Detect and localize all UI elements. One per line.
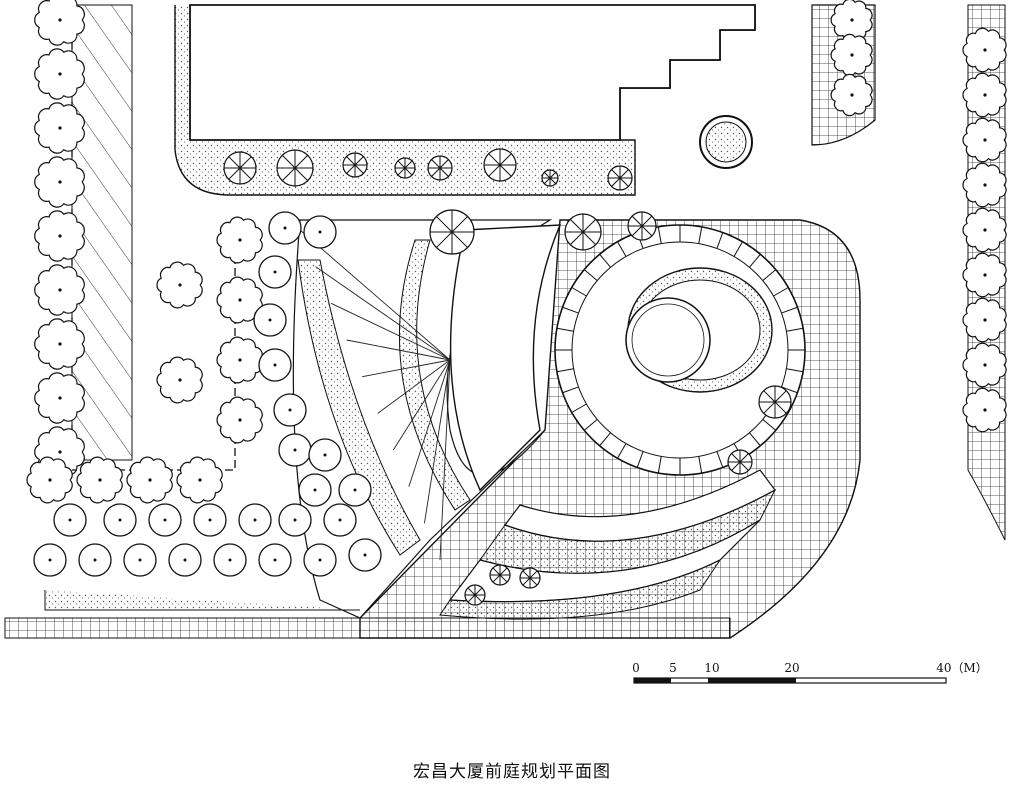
shrub-symbol-icon <box>627 211 657 241</box>
tree-symbol-icon <box>34 264 85 316</box>
tree-symbol-icon <box>962 117 1007 163</box>
left-garden-frame <box>44 220 360 611</box>
tree-symbol-icon <box>258 255 292 289</box>
tree-symbol-icon <box>34 372 85 424</box>
tree-symbol-icon <box>103 503 137 537</box>
tree-symbol-icon <box>278 433 312 467</box>
tree-symbol-icon <box>216 276 263 324</box>
building-shrub-row <box>223 148 633 191</box>
tree-symbol-icon <box>176 456 223 504</box>
tree-symbol-icon <box>348 538 382 572</box>
tree-symbol-icon <box>33 543 67 577</box>
scale-tick-40: 40（M） <box>936 661 988 675</box>
tree-symbol-icon <box>193 503 227 537</box>
scale-tick-0: 0 <box>632 661 640 675</box>
shrub-symbol-icon <box>276 149 314 187</box>
tree-symbol-icon <box>268 211 302 245</box>
scale-bar: 0 5 10 20 40（M） <box>632 661 988 684</box>
tree-symbol-icon <box>273 393 307 427</box>
central-lawn <box>449 224 562 492</box>
tree-symbol-icon <box>126 456 173 504</box>
tree-symbol-icon <box>962 297 1007 343</box>
tree-symbol-icon <box>123 543 157 577</box>
shrub-symbol-icon <box>727 449 753 475</box>
tree-symbol-icon <box>303 215 337 249</box>
tree-symbol-icon <box>962 27 1007 73</box>
shrub-symbol-icon <box>223 151 257 185</box>
tree-symbol-icon <box>34 48 85 100</box>
tree-symbol-icon <box>216 396 263 444</box>
tree-symbol-icon <box>34 0 85 46</box>
tree-symbol-icon <box>53 503 87 537</box>
scale-tick-20: 20 <box>784 661 799 675</box>
tree-symbol-icon <box>962 252 1007 298</box>
scale-tick-5: 5 <box>669 661 677 675</box>
shrub-symbol-icon <box>489 564 511 586</box>
building-footprint <box>174 4 756 196</box>
shrub-symbol-icon <box>394 157 416 179</box>
scale-tick-10: 10 <box>704 661 719 675</box>
tree-symbol-icon <box>830 73 873 117</box>
shrub-symbol-icon <box>429 209 475 255</box>
tree-symbol-icon <box>216 336 263 384</box>
tree-symbol-icon <box>156 261 203 309</box>
top-right-tree-column <box>830 0 873 117</box>
tree-symbol-icon <box>78 543 112 577</box>
garden-tree-groups <box>26 211 382 577</box>
left-tree-column <box>34 0 85 478</box>
tree-symbol-icon <box>76 456 123 504</box>
shrub-symbol-icon <box>464 584 486 606</box>
shrub-symbol-icon <box>483 148 517 182</box>
shrub-symbol-icon <box>342 152 368 178</box>
tree-symbol-icon <box>258 543 292 577</box>
tree-symbol-icon <box>213 543 247 577</box>
tree-symbol-icon <box>258 348 292 382</box>
tree-symbol-icon <box>34 102 85 154</box>
drawing-caption: 宏昌大厦前庭规划平面图 <box>413 762 611 782</box>
tree-symbol-icon <box>962 387 1007 433</box>
shrub-symbol-icon <box>427 155 453 181</box>
circular-plaza <box>554 224 806 476</box>
tree-symbol-icon <box>168 543 202 577</box>
shrub-symbol-icon <box>519 567 541 589</box>
tree-symbol-icon <box>34 210 85 262</box>
tree-symbol-icon <box>298 473 332 507</box>
tree-symbol-icon <box>238 503 272 537</box>
shrub-symbol-icon <box>541 169 559 187</box>
shrub-symbol-icon <box>758 385 792 419</box>
tree-symbol-icon <box>148 503 182 537</box>
shrub-symbol-icon <box>607 165 633 191</box>
stippled-arc-left <box>297 239 471 556</box>
tree-symbol-icon <box>308 438 342 472</box>
tree-symbol-icon <box>962 162 1007 208</box>
tree-symbol-icon <box>338 473 372 507</box>
tree-symbol-icon <box>253 303 287 337</box>
feature-shrubs <box>429 209 792 606</box>
tree-symbol-icon <box>26 456 73 504</box>
tree-symbol-icon <box>830 33 873 77</box>
tree-symbol-icon <box>278 503 312 537</box>
right-tree-column <box>962 27 1007 433</box>
tree-symbol-icon <box>323 503 357 537</box>
feature-tree <box>699 115 753 169</box>
tree-symbol-icon <box>962 72 1007 118</box>
tree-symbol-icon <box>962 342 1007 388</box>
shrub-symbol-icon <box>564 213 602 251</box>
tree-symbol-icon <box>34 318 85 370</box>
tree-symbol-icon <box>303 543 337 577</box>
tree-symbol-icon <box>156 356 203 404</box>
tree-symbol-icon <box>962 207 1007 253</box>
tree-symbol-icon <box>216 216 263 264</box>
tree-symbol-icon <box>34 156 85 208</box>
